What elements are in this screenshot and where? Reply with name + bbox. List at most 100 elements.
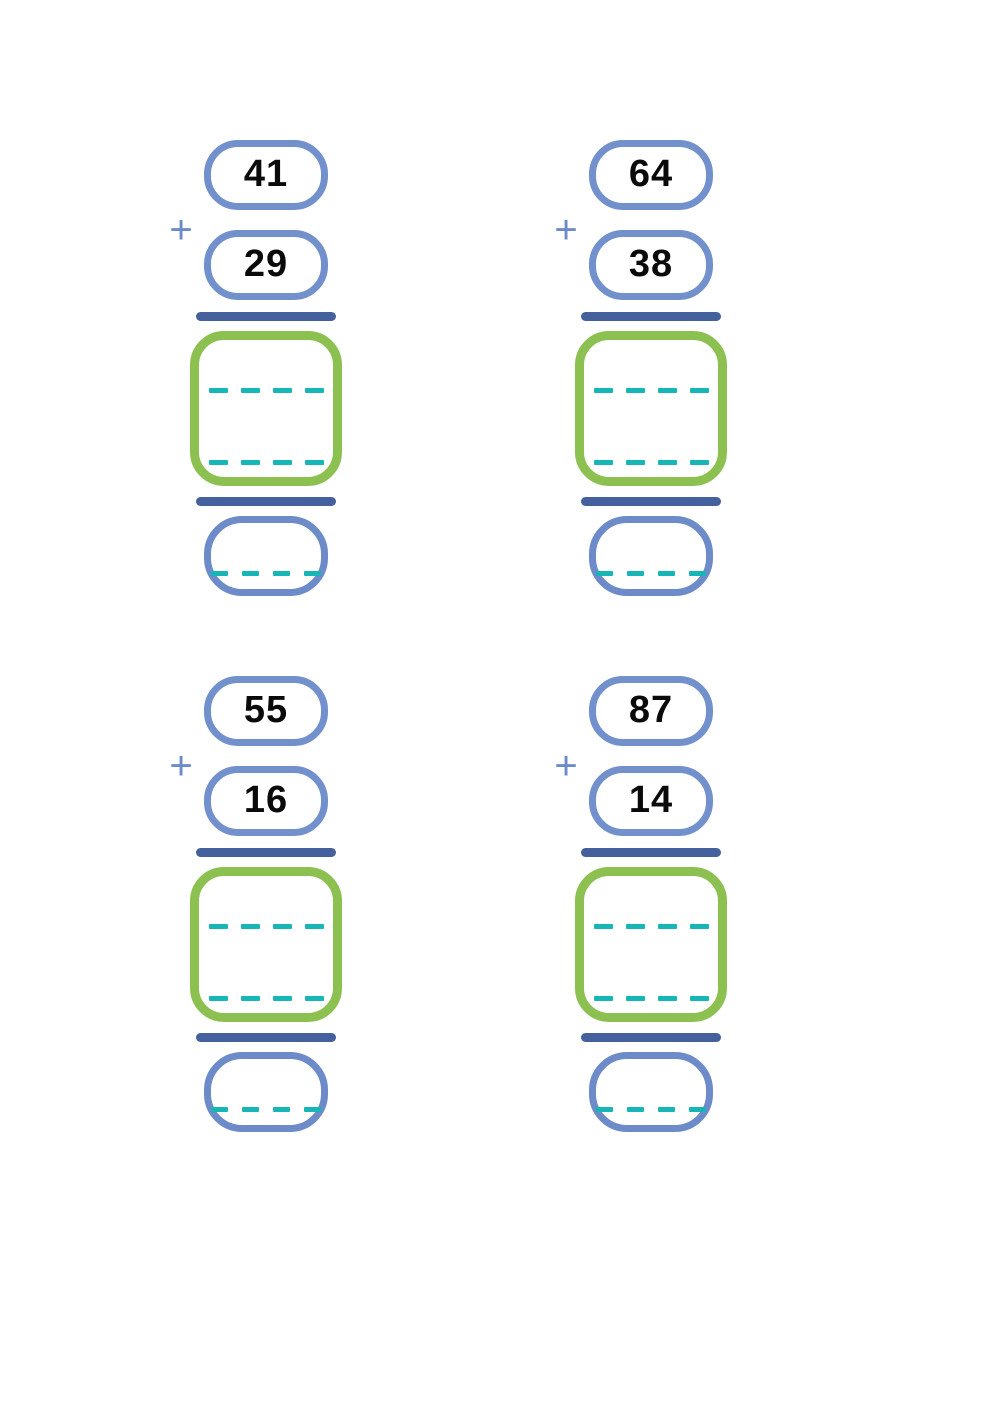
- work-dash-row-bottom: [199, 996, 333, 1001]
- problem-stack: 87 14: [575, 676, 727, 1132]
- plus-operator-icon: +: [554, 744, 578, 788]
- dash-mark: [272, 924, 292, 929]
- dash-mark: [627, 571, 644, 576]
- dash-mark: [593, 460, 613, 465]
- addend-top-value: 55: [243, 689, 289, 731]
- dash-mark: [689, 388, 709, 393]
- dash-mark: [658, 1107, 675, 1112]
- dash-mark: [627, 1107, 644, 1112]
- addition-rule-line: [196, 312, 336, 321]
- dash-mark: [596, 1107, 613, 1112]
- dash-mark: [242, 571, 259, 576]
- dash-mark: [272, 460, 292, 465]
- dash-mark: [304, 571, 321, 576]
- work-dash-row-bottom: [199, 460, 333, 465]
- dash-mark: [208, 388, 228, 393]
- answer-box[interactable]: [589, 516, 713, 596]
- dash-mark: [657, 924, 677, 929]
- work-dash-row-bottom: [584, 996, 718, 1001]
- addend-top-value: 64: [628, 153, 674, 195]
- addend-bottom-box[interactable]: 29: [204, 230, 328, 300]
- addend-bottom-box[interactable]: 38: [589, 230, 713, 300]
- regrouping-work-box[interactable]: [575, 867, 727, 1022]
- dash-mark: [593, 388, 613, 393]
- regrouping-work-box[interactable]: [190, 331, 342, 486]
- dash-mark: [304, 996, 324, 1001]
- dash-mark: [657, 460, 677, 465]
- answer-dash-row: [596, 571, 706, 576]
- addend-top-box[interactable]: 87: [589, 676, 713, 746]
- dash-mark: [240, 388, 260, 393]
- answer-rule-line: [581, 497, 721, 506]
- addend-bottom-box[interactable]: 16: [204, 766, 328, 836]
- addend-bottom-value: 38: [628, 243, 674, 285]
- answer-box[interactable]: [204, 1052, 328, 1132]
- addend-top-value: 87: [628, 689, 674, 731]
- dash-mark: [211, 571, 228, 576]
- dash-mark: [689, 924, 709, 929]
- addend-bottom-box[interactable]: 14: [589, 766, 713, 836]
- answer-rule-line: [581, 1033, 721, 1042]
- answer-dash-row: [211, 1107, 321, 1112]
- dash-mark: [625, 924, 645, 929]
- plus-operator-icon: +: [554, 208, 578, 252]
- dash-mark: [240, 460, 260, 465]
- addend-top-value: 41: [243, 153, 289, 195]
- dash-mark: [689, 571, 706, 576]
- work-dash-row-top: [584, 388, 718, 393]
- dash-mark: [596, 571, 613, 576]
- dash-mark: [304, 924, 324, 929]
- problem-stack: 64 38: [575, 140, 727, 596]
- work-dash-row-top: [584, 924, 718, 929]
- dash-mark: [211, 1107, 228, 1112]
- dash-mark: [304, 1107, 321, 1112]
- addition-rule-line: [196, 848, 336, 857]
- dash-mark: [593, 924, 613, 929]
- dash-mark: [273, 1107, 290, 1112]
- dash-mark: [689, 1107, 706, 1112]
- addend-top-box[interactable]: 55: [204, 676, 328, 746]
- dash-mark: [657, 996, 677, 1001]
- plus-operator-icon: +: [169, 744, 193, 788]
- dash-mark: [272, 996, 292, 1001]
- addition-rule-line: [581, 848, 721, 857]
- answer-rule-line: [196, 497, 336, 506]
- work-dash-row-top: [199, 388, 333, 393]
- regrouping-work-box[interactable]: [190, 867, 342, 1022]
- addend-top-box[interactable]: 41: [204, 140, 328, 210]
- answer-box[interactable]: [204, 516, 328, 596]
- dash-mark: [240, 924, 260, 929]
- dash-mark: [593, 996, 613, 1001]
- dash-mark: [208, 924, 228, 929]
- dash-mark: [272, 388, 292, 393]
- dash-mark: [208, 460, 228, 465]
- problem-stack: 55 16: [190, 676, 342, 1132]
- dash-mark: [625, 460, 645, 465]
- addend-bottom-value: 14: [628, 779, 674, 821]
- dash-mark: [304, 460, 324, 465]
- problem-stack: 41 29: [190, 140, 342, 596]
- dash-mark: [689, 460, 709, 465]
- answer-box[interactable]: [589, 1052, 713, 1132]
- answer-dash-row: [596, 1107, 706, 1112]
- dash-mark: [625, 388, 645, 393]
- dash-mark: [625, 996, 645, 1001]
- work-dash-row-bottom: [584, 460, 718, 465]
- answer-rule-line: [196, 1033, 336, 1042]
- addend-bottom-value: 29: [243, 243, 289, 285]
- dash-mark: [658, 571, 675, 576]
- dash-mark: [240, 996, 260, 1001]
- regrouping-work-box[interactable]: [575, 331, 727, 486]
- addend-top-box[interactable]: 64: [589, 140, 713, 210]
- addend-bottom-value: 16: [243, 779, 289, 821]
- dash-mark: [242, 1107, 259, 1112]
- dash-mark: [304, 388, 324, 393]
- dash-mark: [689, 996, 709, 1001]
- work-dash-row-top: [199, 924, 333, 929]
- answer-dash-row: [211, 571, 321, 576]
- dash-mark: [273, 571, 290, 576]
- dash-mark: [657, 388, 677, 393]
- addition-rule-line: [581, 312, 721, 321]
